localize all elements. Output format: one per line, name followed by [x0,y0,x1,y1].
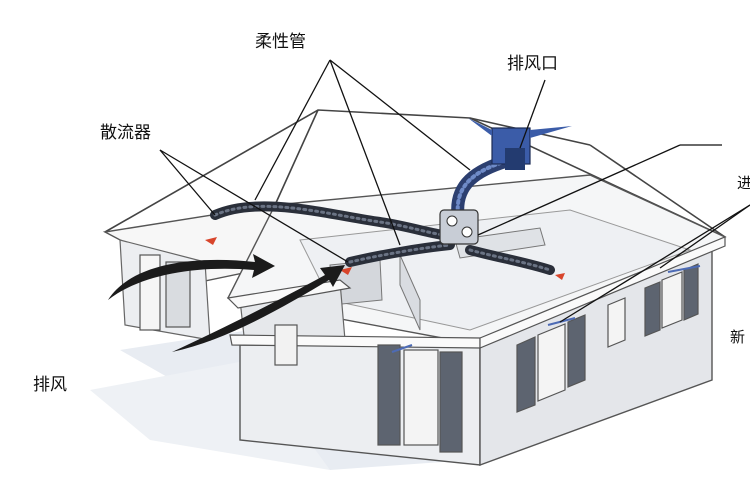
label-cut-right-1: 进 [737,174,750,192]
label-exhaust: 排风 [33,375,67,395]
label-cut-right-2: 新 [730,328,746,346]
leader-lines [159,59,750,323]
diffusers [205,237,565,280]
label-diffuser: 散流器 [100,123,151,143]
central-unit [439,209,479,245]
exhaust-fan [468,118,572,170]
label-exhaust-port: 排风口 [507,54,558,74]
airflow-arrows [108,254,345,352]
label-flexible-pipe: 柔性管 [255,32,306,52]
